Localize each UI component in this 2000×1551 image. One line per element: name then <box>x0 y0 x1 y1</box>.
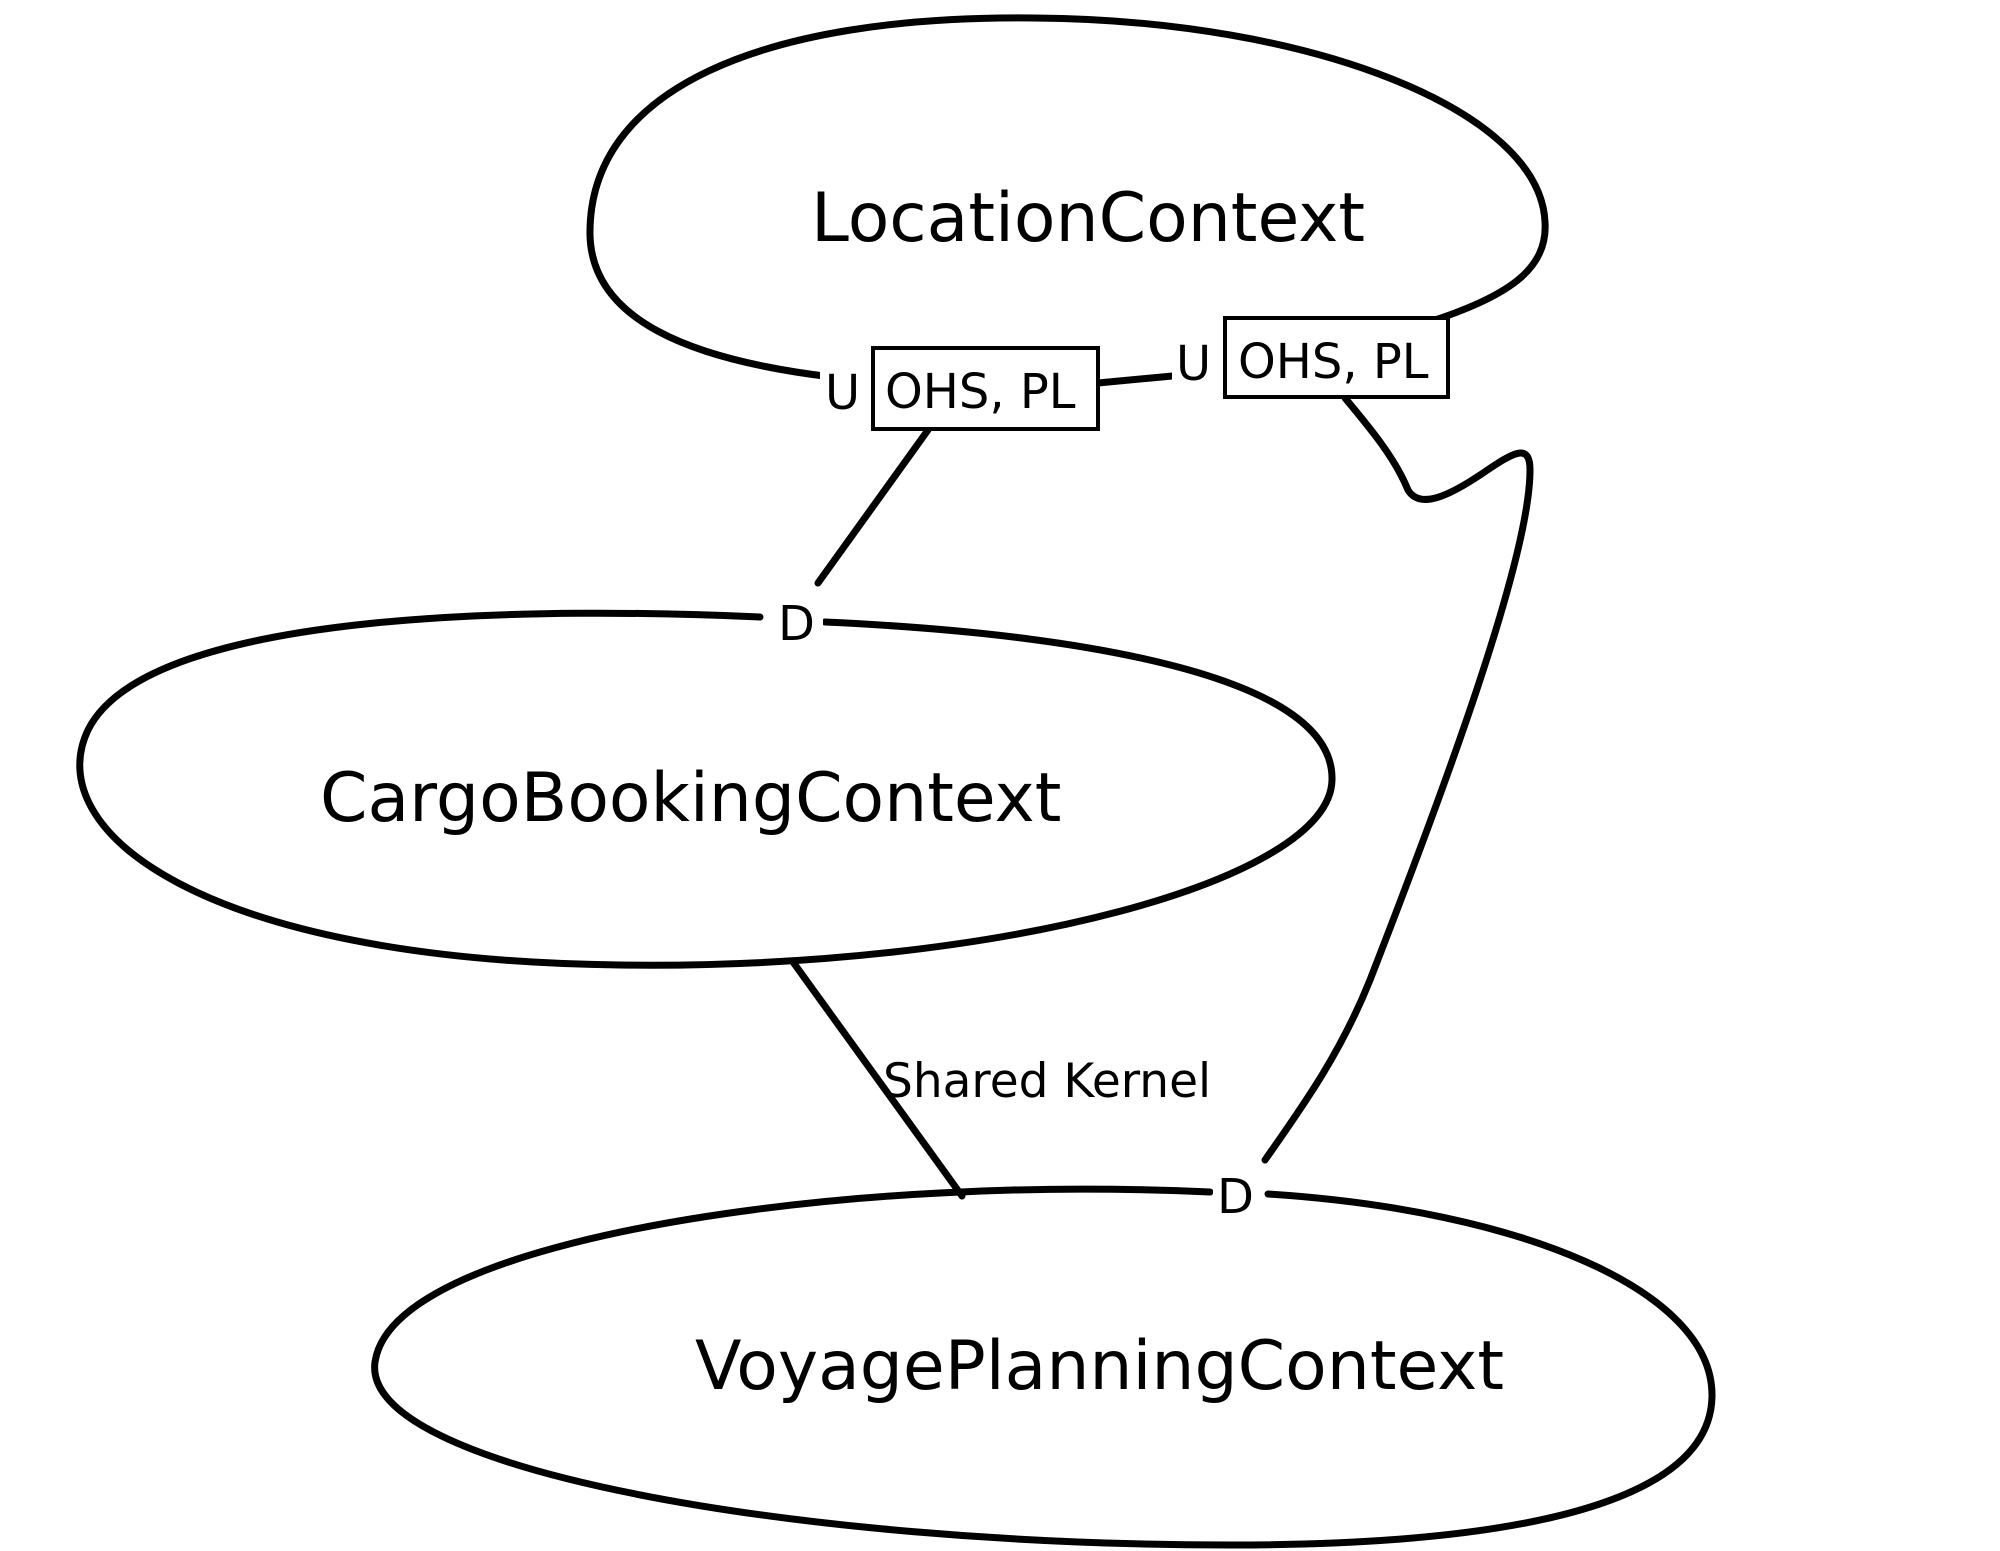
cargo-booking-context-label: CargoBookingContext <box>320 759 1061 838</box>
ohs-pl-label-voyage: OHS, PL <box>1238 334 1429 390</box>
location-context-bottom-edge <box>1094 371 1187 387</box>
shared-kernel-label: Shared Kernel <box>883 1054 1211 1109</box>
downstream-marker-cargo: D <box>778 596 815 652</box>
shared-kernel-connector <box>789 958 966 1200</box>
location-to-cargo-connector <box>814 426 932 587</box>
ohs-pl-label-cargo: OHS, PL <box>885 364 1076 420</box>
location-to-voyage-connector <box>1261 394 1534 1164</box>
voyage-planning-context-shape <box>371 1185 1716 1549</box>
ohs-pl-box-cargo <box>871 346 1100 431</box>
upstream-marker-cargo: U <box>825 365 860 421</box>
downstream-marker-voyage: D <box>1217 1169 1254 1225</box>
cargo-booking-context-shape <box>76 609 1336 969</box>
voyage-planning-context-label: VoyagePlanningContext <box>695 1327 1504 1406</box>
ohs-pl-box-voyage <box>1223 316 1450 399</box>
location-context-shape <box>586 14 1549 381</box>
upstream-marker-voyage: U <box>1176 336 1211 392</box>
location-context-label: LocationContext <box>811 179 1365 258</box>
